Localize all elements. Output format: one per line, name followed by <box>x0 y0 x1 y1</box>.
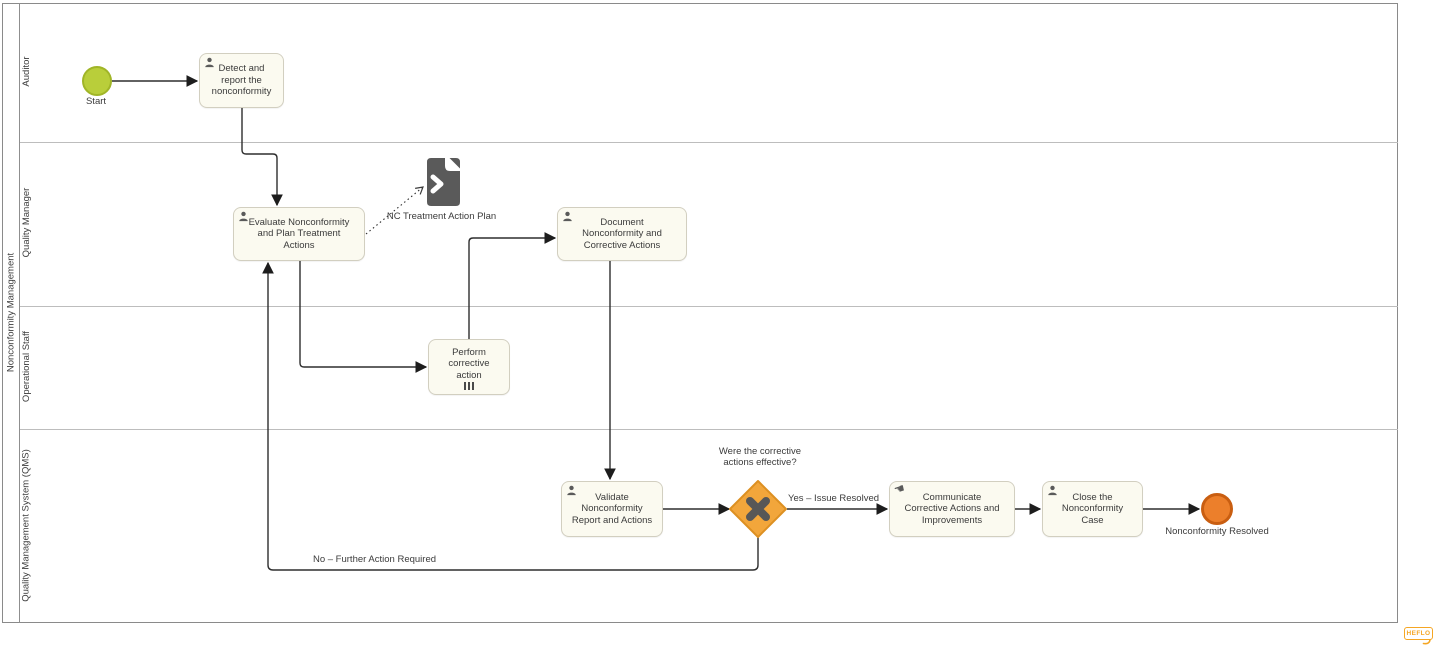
task-label: Communicate Corrective Actions and Impro… <box>904 491 1000 526</box>
lane-divider-3 <box>20 429 1398 430</box>
task-document-nonconformity[interactable]: Document Nonconformity and Corrective Ac… <box>557 207 687 261</box>
user-icon <box>239 211 248 222</box>
gateway-x-marker <box>746 497 770 521</box>
pool-label-strip <box>2 3 20 623</box>
lane-label-operational-staff: Operational Staff <box>21 330 32 403</box>
data-object-icon[interactable] <box>427 158 460 206</box>
lane-label-auditor: Auditor <box>21 56 32 87</box>
task-evaluate-nonconformity[interactable]: Evaluate Nonconformity and Plan Treatmen… <box>233 207 365 261</box>
task-validate-report[interactable]: Validate Nonconformity Report and Action… <box>561 481 663 537</box>
yes-flow-label: Yes – Issue Resolved <box>788 493 880 504</box>
task-label: Evaluate Nonconformity and Plan Treatmen… <box>248 216 350 251</box>
lane-label-quality-manager: Quality Manager <box>21 187 32 258</box>
exclusive-gateway[interactable] <box>727 478 789 540</box>
lane-divider-1 <box>20 142 1398 143</box>
pool-label: Nonconformity Management <box>5 252 17 373</box>
task-label: Perform corrective action <box>448 346 490 381</box>
data-object-label: NC Treatment Action Plan <box>386 211 497 222</box>
user-icon <box>1048 485 1057 496</box>
start-event[interactable] <box>82 66 112 96</box>
task-close-case[interactable]: Close the Nonconformity Case <box>1042 481 1143 537</box>
multi-instance-marker <box>464 382 474 390</box>
manual-task-hand-icon: ☚ <box>892 480 907 498</box>
user-icon <box>567 485 576 496</box>
pool-nonconformity-management <box>2 3 1398 623</box>
task-communicate-actions[interactable]: ☚ Communicate Corrective Actions and Imp… <box>889 481 1015 537</box>
task-label: Document Nonconformity and Corrective Ac… <box>582 216 662 251</box>
heflo-logo[interactable]: HEFLO <box>1404 627 1433 640</box>
task-detect-report-nonconformity[interactable]: Detect and report the nonconformity <box>199 53 284 108</box>
user-icon <box>205 57 214 68</box>
task-label: Detect and report the nonconformity <box>211 63 272 98</box>
task-perform-corrective-action[interactable]: Perform corrective action <box>428 339 510 395</box>
gateway-question-label: Were the corrective actions effective? <box>718 446 802 468</box>
no-flow-label: No – Further Action Required <box>312 554 437 565</box>
end-event[interactable] <box>1201 493 1233 525</box>
lane-label-qms: Quality Management System (QMS) <box>20 449 32 602</box>
end-event-label: Nonconformity Resolved <box>1165 526 1269 537</box>
task-label: Validate Nonconformity Report and Action… <box>571 491 653 526</box>
start-event-label: Start <box>85 96 107 107</box>
heflo-logo-text: HEFLO <box>1406 630 1431 637</box>
lane-divider-2 <box>20 306 1398 307</box>
task-label: Close the Nonconformity Case <box>1061 491 1124 526</box>
user-icon <box>563 211 572 222</box>
heflo-logo-tail <box>1422 639 1431 645</box>
